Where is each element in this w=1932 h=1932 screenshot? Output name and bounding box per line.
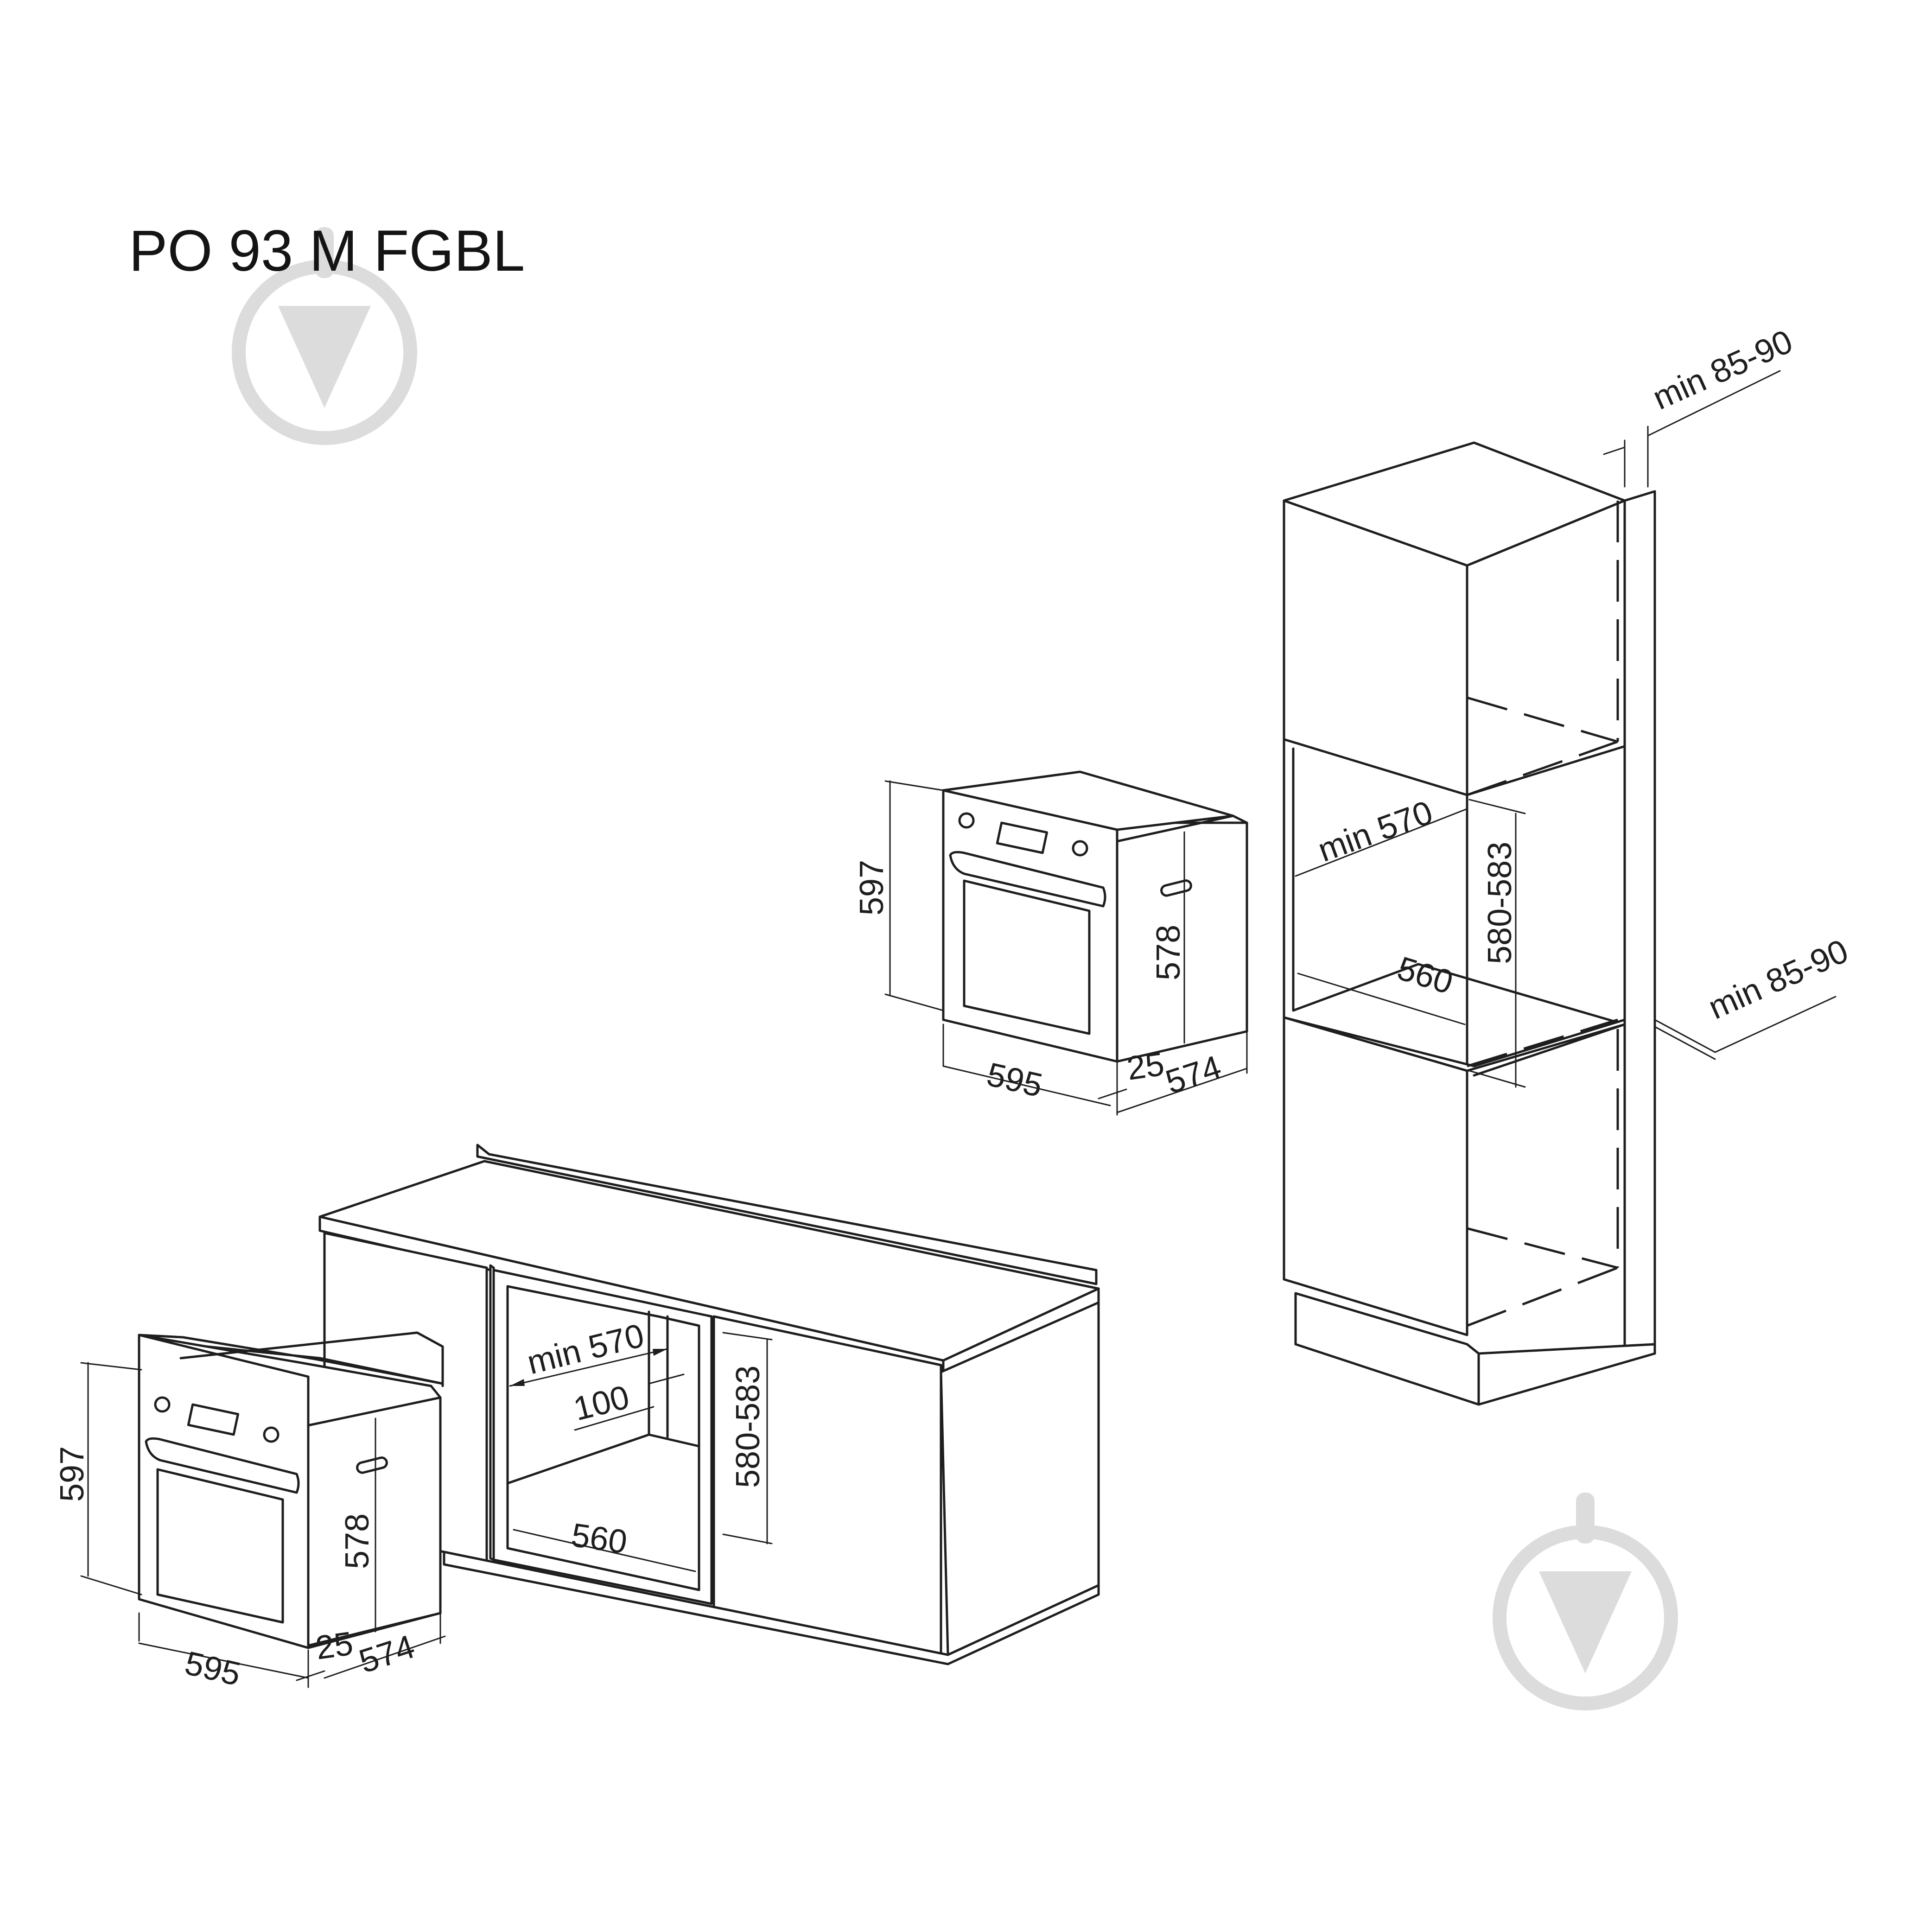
oven-right [884, 770, 1248, 1116]
oven-right-height-label: 597 [853, 860, 890, 915]
oven-left-front-height-label: 578 [339, 1513, 376, 1569]
undercounter-depth-label: 560 [569, 1517, 629, 1561]
model-title: PO 93 M FGBL [129, 219, 525, 283]
tall-min-width-label: min 570 [1313, 794, 1437, 869]
oven-right-door-depth-label: 25 [1125, 1045, 1166, 1087]
watermark-icon-top [232, 227, 417, 445]
oven-right-body-depth-label: 574 [1161, 1049, 1226, 1101]
undercounter-cabinet [318, 1144, 1100, 1665]
oven-left-body-depth-label: 574 [355, 1628, 419, 1680]
oven-left-door-depth-label: 25 [313, 1625, 355, 1666]
undercounter-height-label: 580-583 [730, 1366, 767, 1488]
oven-right-front-height-label: 578 [1150, 925, 1187, 980]
oven-left-height-label: 597 [54, 1446, 91, 1502]
watermark-icon-bottom [1493, 1493, 1678, 1710]
oven-left [80, 1331, 446, 1688]
tall-bottom-vent-label: min 85-90 [1703, 932, 1854, 1026]
tall-height-label: 580-583 [1481, 842, 1519, 964]
tall-depth-label: 560 [1393, 950, 1457, 1002]
tall-column-unit [1283, 370, 1837, 1406]
oven-right-width-label: 595 [983, 1056, 1046, 1105]
oven-left-width-label: 595 [181, 1645, 244, 1693]
tall-top-vent-label: min 85-90 [1647, 323, 1798, 417]
